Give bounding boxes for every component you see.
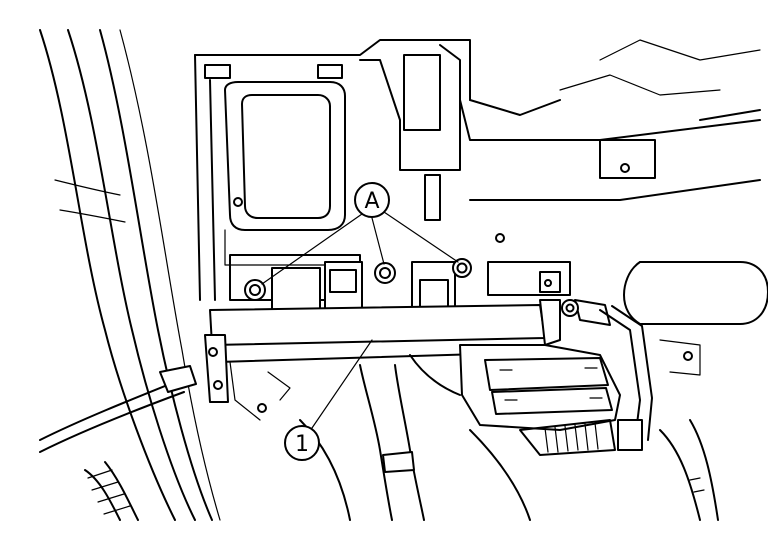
callout-a-label: A [364,189,379,214]
bolt-center [374,262,396,284]
callout-a: A [354,182,390,218]
bolt-left [244,279,266,301]
glovebox-opening [224,81,361,266]
callout-1-label: 1 [295,432,309,457]
callout-1-leader [311,339,373,429]
callout-1: 1 [284,425,320,461]
wire-harness-left [39,365,197,521]
dash-frame [194,39,471,301]
steering-column [459,39,768,325]
left-pillar [39,29,221,521]
harness-bracket-right [561,299,701,451]
lower-connector [459,344,621,456]
mounting-bolts [244,258,472,301]
control-unit-part-1 [204,299,561,421]
bolt-right [452,258,472,278]
relay-bracket [229,197,571,319]
callout-a-leaders [261,211,459,285]
lower-wiring [299,354,719,521]
